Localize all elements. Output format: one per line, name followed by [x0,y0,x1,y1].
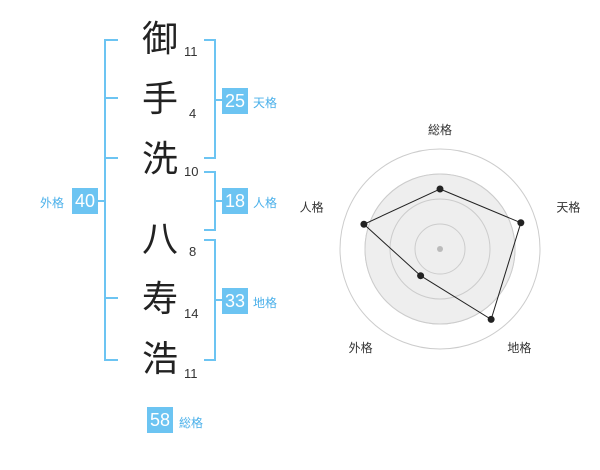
jinkaku-badge: 18 [222,188,248,214]
stroke-count-1: 11 [184,44,198,59]
stroke-count-6: 11 [184,366,198,381]
tenkaku-label: 天格 [253,96,278,110]
radar-point-4 [417,272,425,280]
name-char-2: 手 [141,79,178,120]
radar-center [437,246,443,252]
name-char-3: 洗 [141,139,178,180]
soukaku-badge: 58 [147,407,173,433]
stroke-count-5: 14 [184,306,199,321]
radar-axis-label-3: 地格 [507,340,531,355]
tenkaku-badge: 25 [222,88,248,114]
radar-ring [414,223,466,275]
name-char-1: 御 [141,19,178,60]
stroke-count-3: 10 [184,164,199,179]
radar-series-line [363,188,522,321]
radar-point-1 [436,185,444,193]
radar-point-2 [517,219,525,227]
gaikaku-label: 外格 [40,196,65,210]
chikaku-label: 地格 [253,296,278,310]
radar-axis-label-1: 総格 [428,122,452,137]
radar-point-3 [487,315,495,323]
name-char-5: 寿 [141,279,178,320]
stroke-count-2: 4 [189,106,197,121]
gaikaku-badge: 40 [72,188,98,214]
radar-ring [339,148,541,350]
name-char-4: 八 [141,219,178,260]
radar-ring [389,198,491,300]
soukaku-label: 総格 [179,416,204,430]
radar-axis-label-4: 外格 [349,340,373,355]
chikaku-badge: 33 [222,288,248,314]
name-char-6: 浩 [141,339,178,380]
radar-axis-label-2: 天格 [556,199,580,214]
radar-axis-label-5: 人格 [300,199,324,214]
radar-point-5 [360,220,368,228]
jinkaku-label: 人格 [253,196,278,210]
stroke-count-4: 8 [189,244,197,259]
